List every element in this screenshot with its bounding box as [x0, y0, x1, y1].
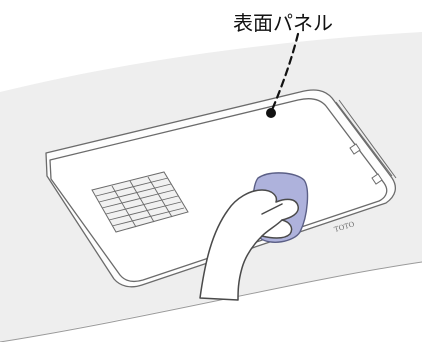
vent-grille	[91, 171, 189, 233]
wiping-hand	[199, 189, 299, 301]
callout-point	[266, 108, 276, 118]
callout-label: 表面パネル	[233, 11, 333, 35]
callout-leader-line	[270, 32, 300, 112]
panel-side-rail	[335, 99, 397, 185]
surface-panel	[49, 98, 388, 282]
